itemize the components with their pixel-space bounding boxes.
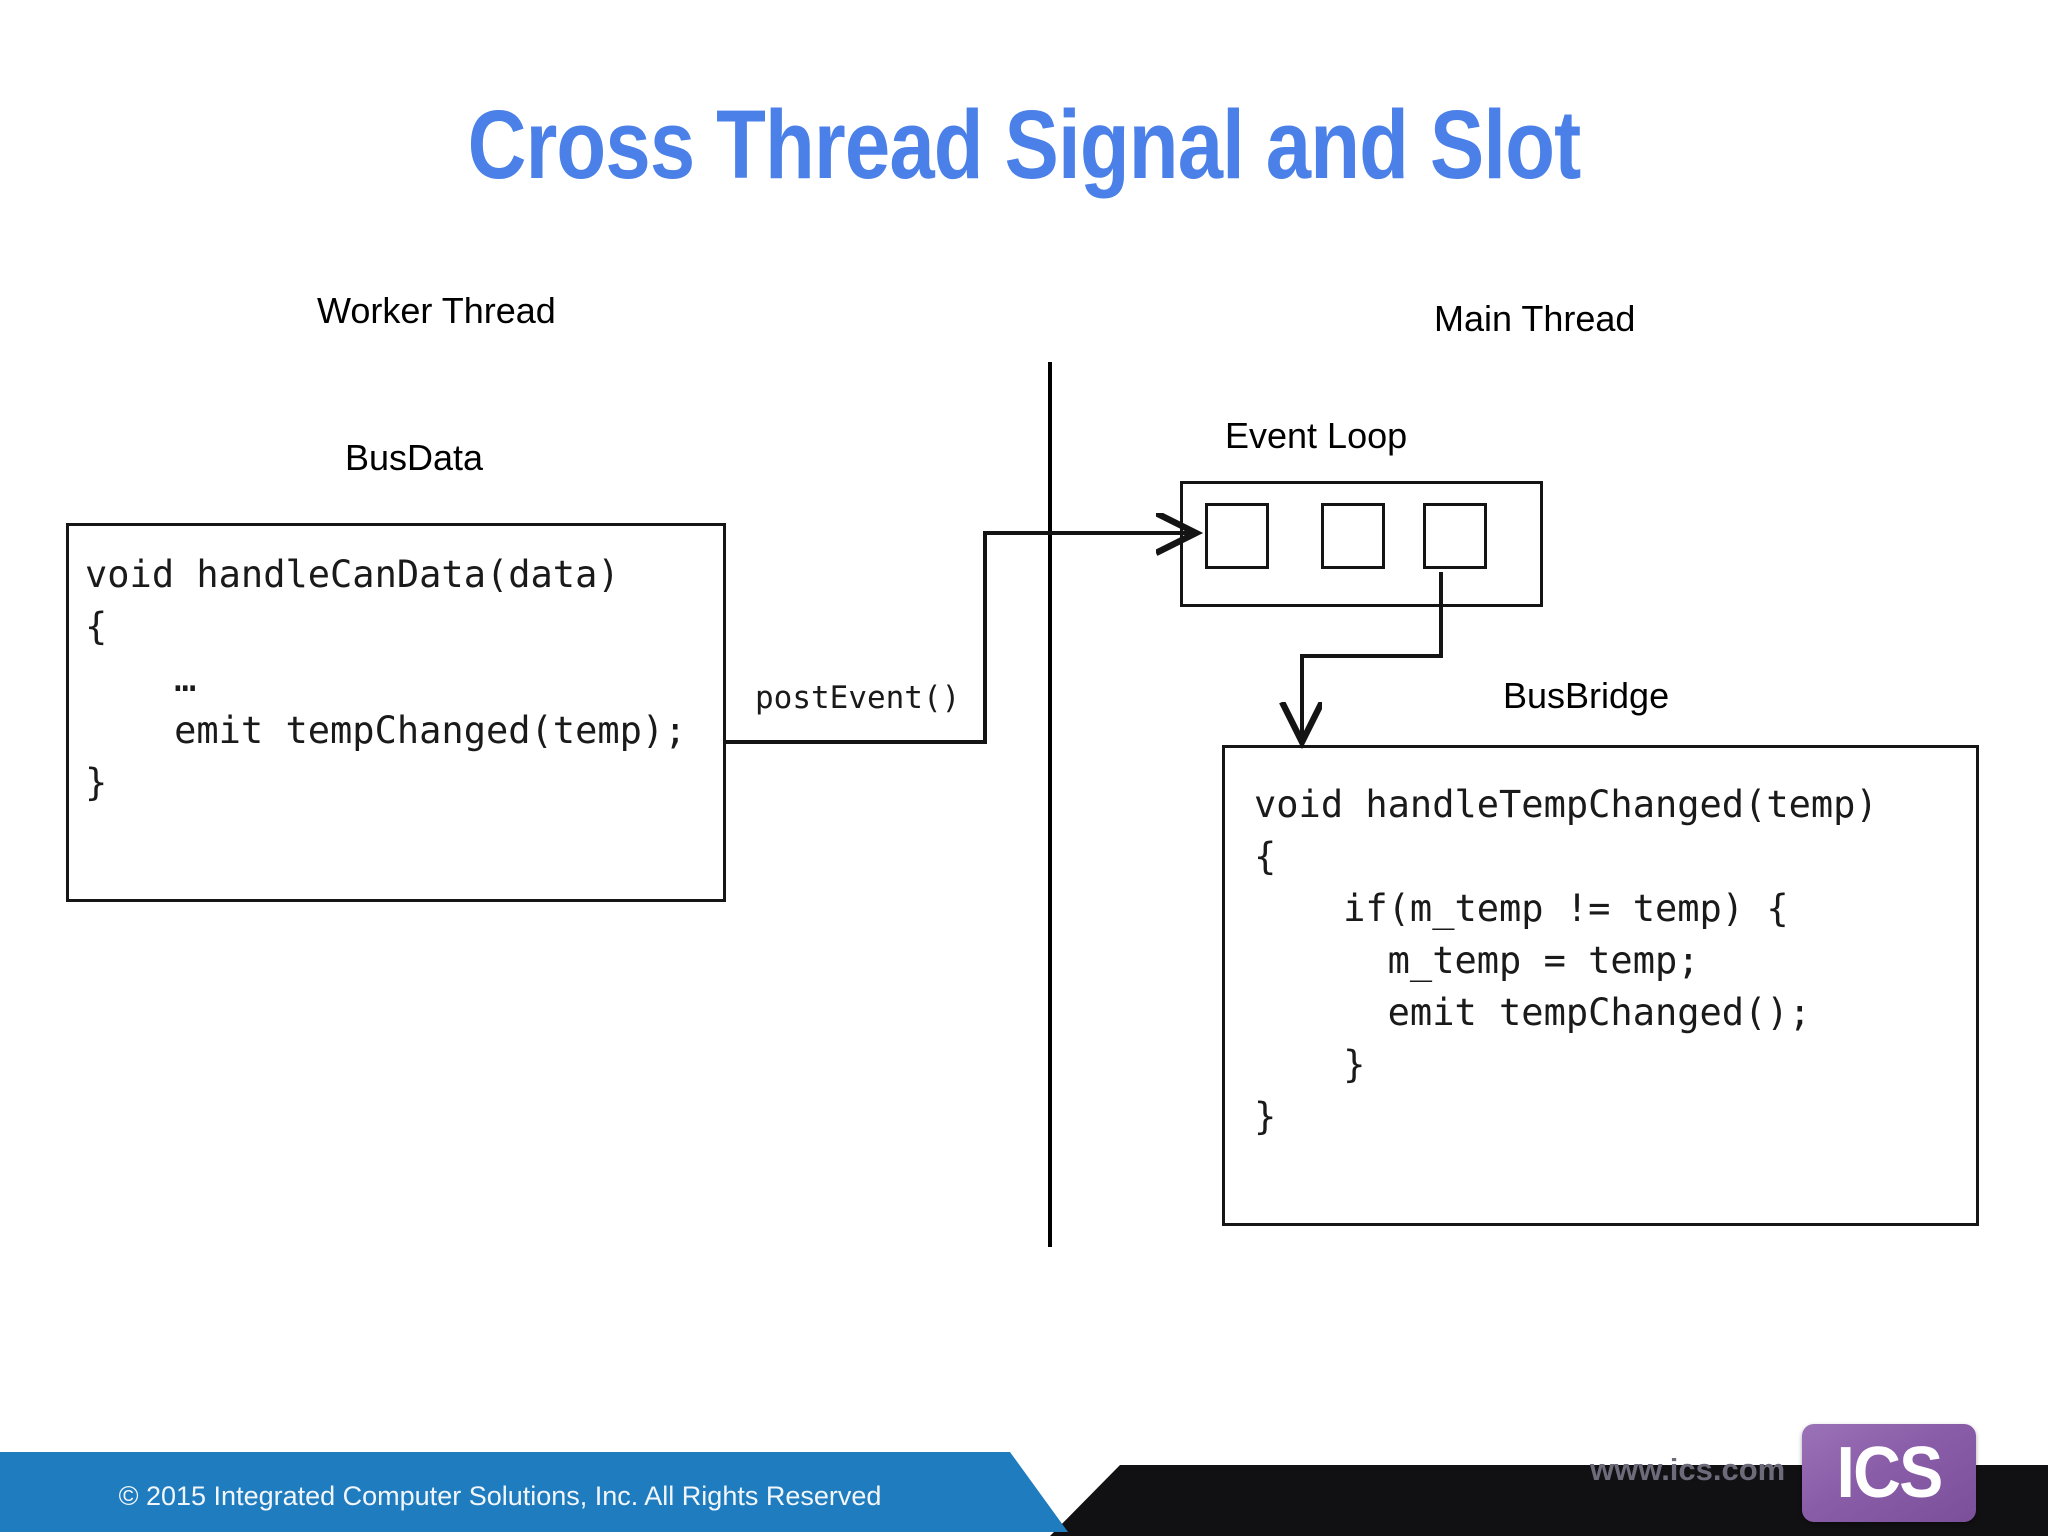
busdata-label: BusData [345, 437, 484, 478]
busdata-code-text: void handleCanData(data) { … emit tempCh… [85, 553, 687, 804]
post-event-label: postEvent() [755, 680, 961, 716]
ics-logo-text: ICS [1836, 1433, 1944, 1513]
footer-blue-band [0, 1452, 1068, 1532]
busbridge-code-text: void handleTempChanged(temp) { if(m_temp… [1254, 783, 1878, 1138]
thread-divider-line [1048, 362, 1052, 1247]
ics-logo: ICS [1802, 1424, 1976, 1522]
event-loop-box [1180, 481, 1543, 607]
worker-thread-label: Worker Thread [317, 290, 556, 331]
event-loop-label: Event Loop [1225, 415, 1408, 456]
footer-copyright: © 2015 Integrated Computer Solutions, In… [118, 1481, 882, 1511]
event-slot [1423, 503, 1487, 569]
page-title: Cross Thread Signal and Slot [467, 90, 1582, 199]
main-thread-label: Main Thread [1434, 298, 1636, 339]
busdata-code-box [66, 523, 726, 902]
busbridge-label: BusBridge [1503, 675, 1670, 716]
footer-url[interactable]: www.ics.com [1590, 1452, 1786, 1487]
event-slot [1321, 503, 1385, 569]
busbridge-code-box [1222, 745, 1979, 1226]
event-slot [1205, 503, 1269, 569]
